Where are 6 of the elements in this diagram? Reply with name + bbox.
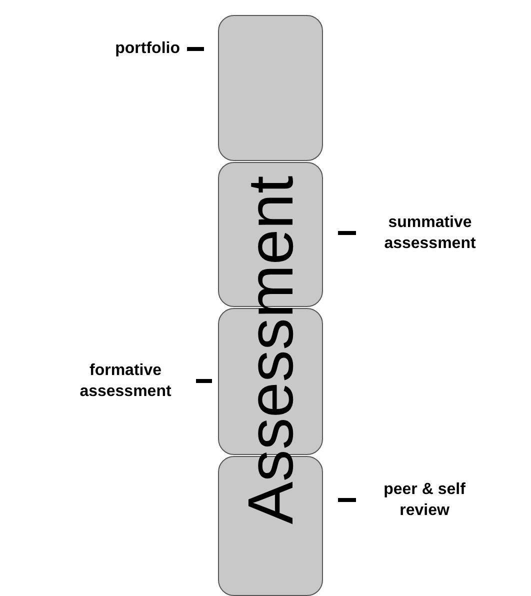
vertical-title: Assessment xyxy=(238,176,302,524)
side-label: portfolio xyxy=(114,39,180,59)
side-label: peer & self review xyxy=(382,480,466,521)
side-label: formative assessment xyxy=(78,361,172,402)
side-label: summative assessment xyxy=(383,213,477,254)
rounded-box xyxy=(218,15,323,161)
